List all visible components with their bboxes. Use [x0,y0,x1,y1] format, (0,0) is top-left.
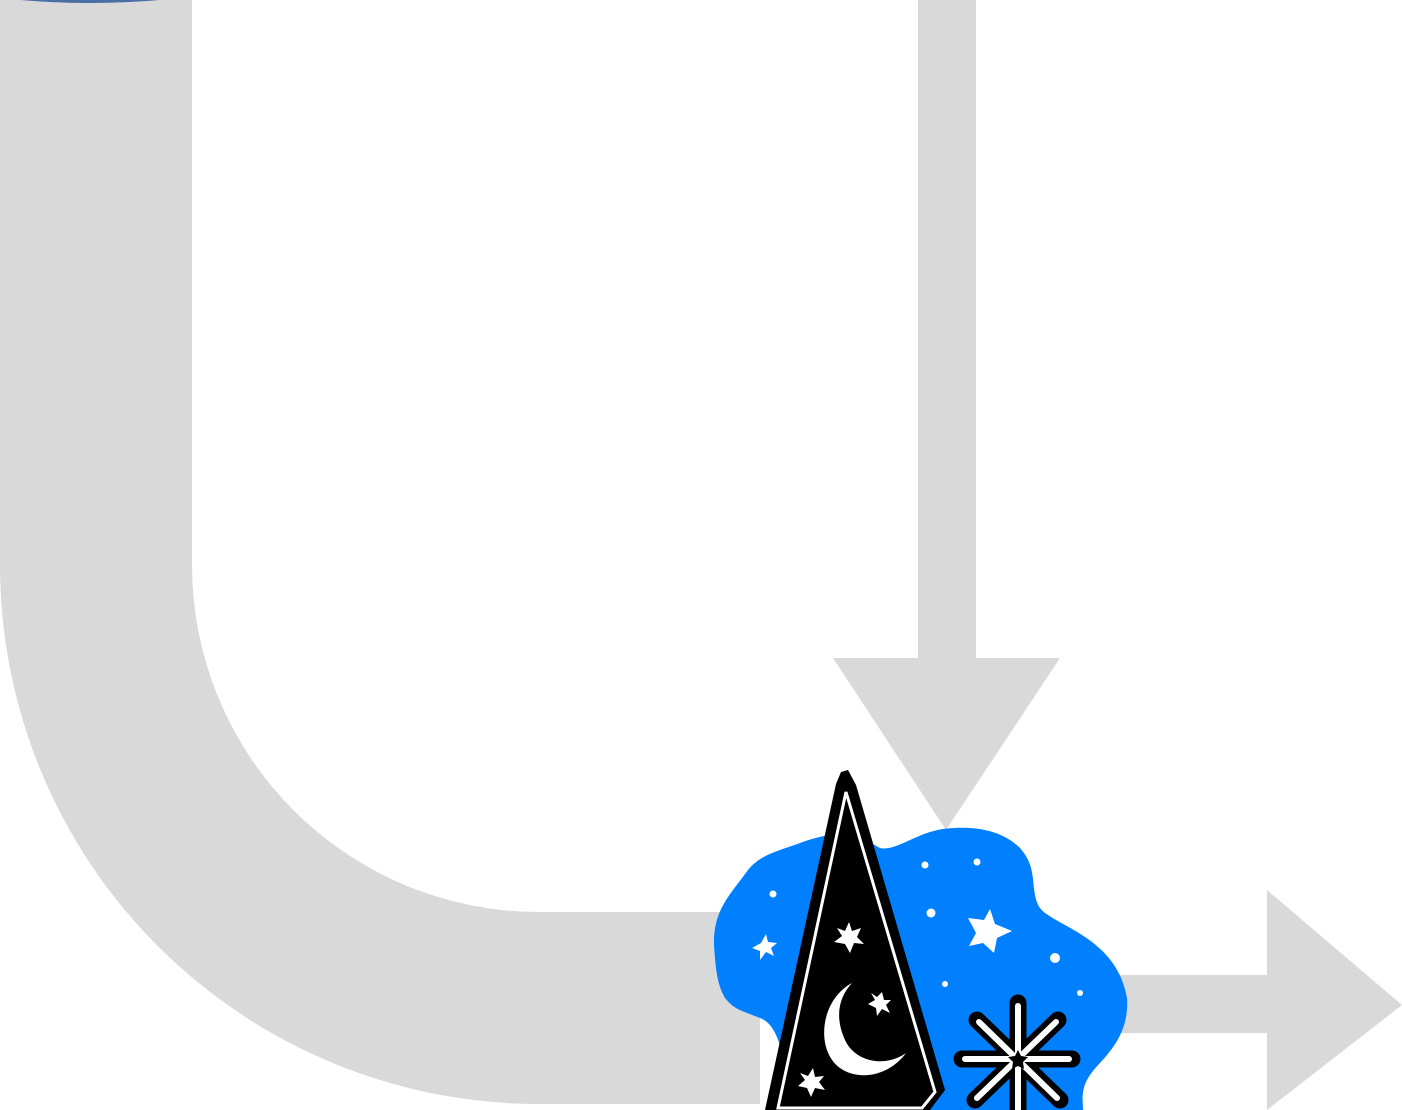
wizard-clipart [714,770,1127,1110]
cloud-dot [942,981,948,987]
down-arrow-shaft [918,0,976,660]
right-arrow [1080,890,1402,1110]
cloud-dot [927,909,936,918]
cloud-dot [1050,953,1060,963]
right-arrow-head [1267,890,1402,1110]
cloud-dot [770,891,777,898]
u-turn-arrow-body [0,0,760,1104]
u-turn-arrow [0,0,760,1104]
cloud-dot [974,859,981,866]
down-arrow [833,0,1060,830]
magic-wand-sparkle-icon [962,1003,1072,1110]
cloud-dot [922,862,929,869]
cloud-dot [1077,990,1083,996]
down-arrow-head [833,658,1060,830]
